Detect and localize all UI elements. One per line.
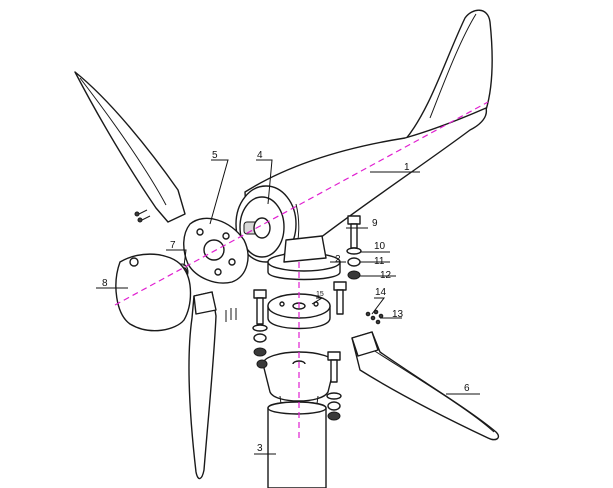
washer-10 — [346, 247, 362, 255]
label-part-12: 12 — [380, 270, 392, 281]
small-hardware — [326, 351, 342, 421]
label-part-15: 15 — [316, 291, 324, 298]
bolt-left — [252, 289, 268, 357]
bolt-right — [333, 281, 347, 315]
blade-right — [351, 331, 500, 441]
washer-11 — [347, 257, 361, 267]
nut-12 — [347, 270, 361, 280]
label-part-4: 4 — [257, 150, 263, 161]
label-part-8: 8 — [102, 278, 108, 289]
leader-lines — [96, 159, 480, 455]
bolt-9 — [347, 215, 361, 249]
label-part-10: 10 — [374, 241, 386, 252]
screws-13-14 — [365, 309, 384, 325]
blade-lower — [188, 291, 217, 480]
label-part-2: 2 — [335, 254, 341, 265]
label-part-11: 11 — [374, 256, 385, 267]
blade-upper-bolts — [134, 209, 151, 223]
nose-cone — [115, 253, 192, 332]
label-part-7: 7 — [170, 240, 176, 251]
part-numbers: 1 4 5 9 10 11 2 12 7 8 14 13 15 6 3 — [102, 150, 470, 454]
label-part-6: 6 — [464, 383, 470, 394]
label-part-1: 1 — [404, 162, 410, 173]
label-part-9: 9 — [372, 218, 378, 229]
center-axis-lines — [114, 101, 489, 440]
label-part-3: 3 — [257, 443, 263, 454]
label-part-13: 13 — [392, 309, 404, 320]
label-part-14: 14 — [375, 287, 387, 298]
label-part-5: 5 — [212, 150, 218, 161]
blade-lower-bolts — [225, 308, 237, 322]
tower-pole — [267, 401, 327, 488]
